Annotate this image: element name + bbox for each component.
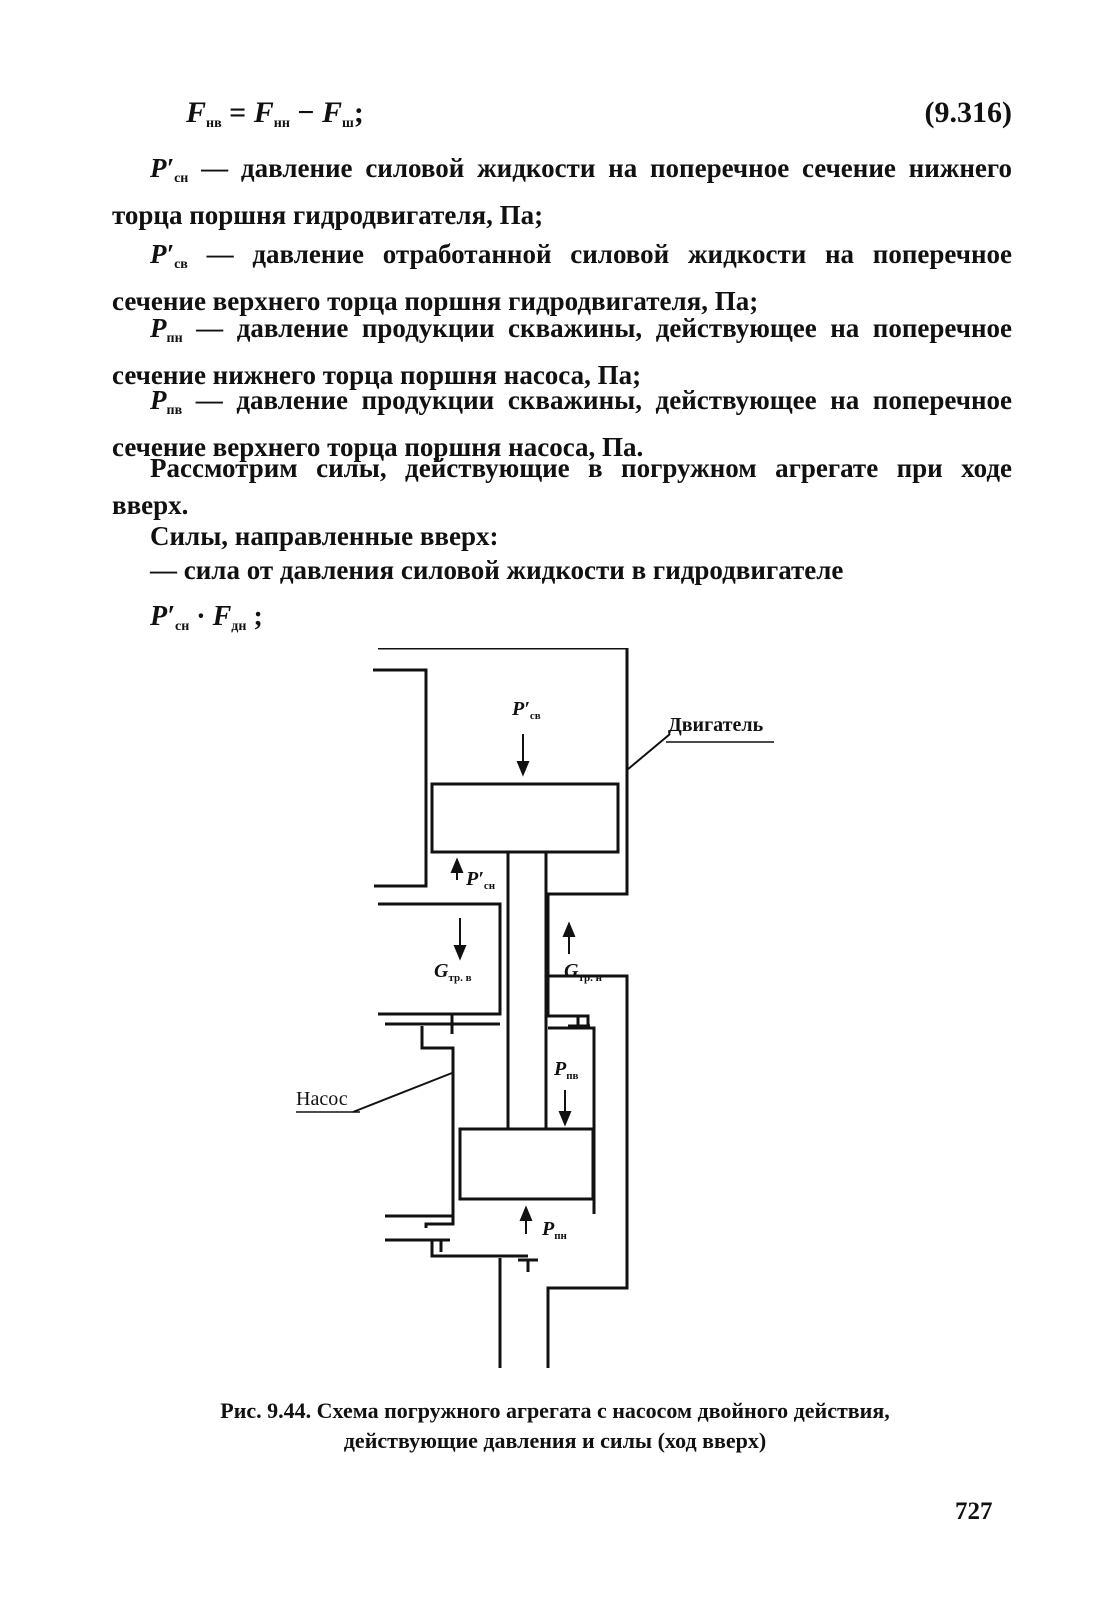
equation-9-316: Fнв = Fнн − Fш; (9.316) bbox=[186, 96, 1012, 144]
definition-p-pv: Pпв — давление продукции скважины, дейст… bbox=[112, 385, 1012, 462]
label-g-tr-n: Gтр. н bbox=[564, 960, 602, 984]
paragraph-force-item: — сила от давления силовой жидкости в ги… bbox=[150, 555, 844, 585]
equation-number: (9.316) bbox=[924, 96, 1012, 129]
engine-housing-inner-left bbox=[373, 668, 428, 888]
figure-caption: Рис. 9.44. Схема погружного агрегата с н… bbox=[140, 1396, 970, 1456]
arrow-p-pn-head bbox=[519, 1205, 533, 1221]
paragraph-forces-up: Силы, направленные вверх: bbox=[150, 521, 499, 551]
definition-p-pn: Pпн — давление продукции скважины, дейст… bbox=[112, 313, 1012, 390]
definition-p-sv: P′св — давление отработанной силовой жид… bbox=[112, 239, 1012, 316]
caption-line-1: Рис. 9.44. Схема погружного агрегата с н… bbox=[220, 1398, 890, 1423]
label-p-pv: Pпв bbox=[554, 1058, 579, 1082]
label-pump: Насос bbox=[296, 1088, 348, 1110]
pump-leader-line bbox=[352, 1072, 453, 1113]
right-valve-stem bbox=[568, 1016, 590, 1028]
caption-line-2: действующие давления и силы (ход вверх) bbox=[343, 1428, 767, 1453]
label-p-pn: Pпн bbox=[542, 1218, 567, 1242]
arrow-p-sv-head bbox=[516, 761, 530, 777]
paragraph-forces-intro: Рассмотрим силы, действующие в погружном… bbox=[112, 453, 1012, 520]
engine-piston bbox=[430, 782, 620, 854]
page-number: 727 bbox=[955, 1498, 993, 1525]
engine-leader-line bbox=[626, 733, 671, 771]
figure-9-44: Двигатель Насос P′св P′сн Gтр. в Gтр. н … bbox=[290, 648, 820, 1388]
bottom-valve bbox=[518, 1258, 538, 1272]
right-pump-wall bbox=[548, 1026, 596, 1214]
arrow-p-sn-head bbox=[450, 857, 464, 873]
label-g-tr-v: Gтр. в bbox=[434, 960, 472, 984]
pump-piston bbox=[458, 1127, 595, 1201]
right-passage bbox=[546, 906, 590, 1028]
left-lower-valve bbox=[385, 1238, 528, 1258]
label-engine: Двигатель bbox=[668, 714, 764, 736]
label-p-sv: P′св bbox=[512, 698, 541, 722]
formula-force: P′сн · Fдн ; bbox=[150, 601, 263, 634]
arrow-p-pv-head bbox=[558, 1111, 572, 1127]
arrow-g-dn-head bbox=[562, 921, 576, 937]
arrow-g-up-head bbox=[453, 945, 467, 961]
left-lower-valve-stem bbox=[432, 1238, 450, 1252]
label-p-sn: P′сн bbox=[466, 868, 496, 892]
engine-housing-outline bbox=[378, 648, 629, 1368]
pump-unit-diagram bbox=[296, 648, 774, 1368]
left-pump-wall bbox=[420, 1026, 455, 1228]
equation-body: Fнв = Fнн − Fш; bbox=[186, 96, 364, 131]
definition-p-sn: P′сн — давление силовой жидкости на попе… bbox=[112, 153, 1012, 230]
left-passage-top bbox=[378, 902, 502, 1016]
